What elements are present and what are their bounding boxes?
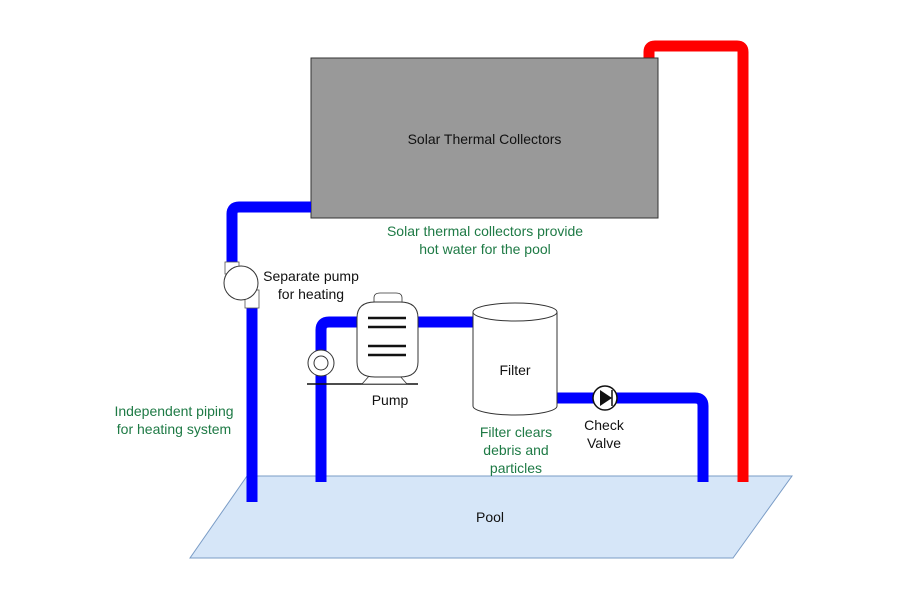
check-valve-label: Check Valve [572,416,636,452]
pump-motor-icon [307,349,335,377]
filter-note-line: Filter clears [479,424,553,440]
heating-pump-icon [223,261,260,309]
heating-pump-label-line: for heating [277,286,345,302]
piping-note: Independent piping for heating system [98,402,250,438]
pump-label: Pump [371,392,409,408]
piping-note-line: for heating system [116,421,232,437]
piping-note-line: Independent piping [114,403,234,419]
pool-label: Pool [475,509,505,525]
filter-note-line: debris and [483,442,549,458]
collectors-note-line: Solar thermal collectors provide [386,223,584,239]
solar-collectors-box [310,57,659,219]
collectors-note-line: hot water for the pool [419,241,551,257]
pump-tank-icon [356,292,419,385]
heating-pump-label: Separate pump for heating [256,267,366,303]
main-intake-pipe [315,316,475,482]
check-valve-label-line: Valve [587,435,621,451]
filter-note: Filter clears debris and particles [466,423,566,477]
filter-note-line: particles [489,460,543,476]
collectors-label: Solar Thermal Collectors [407,131,562,147]
filter-return-pipe [556,392,709,482]
check-valve-label-line: Check [584,417,624,433]
heating-supply-pipe [226,201,311,502]
check-valve-icon [592,385,618,411]
heating-pump-label-line: Separate pump [263,268,359,284]
filter-cylinder-icon [472,302,558,416]
collectors-note: Solar thermal collectors provide hot wat… [355,222,615,258]
pool-shape [189,475,793,559]
hot-return-pipe [643,40,749,482]
filter-label: Filter [499,362,531,378]
